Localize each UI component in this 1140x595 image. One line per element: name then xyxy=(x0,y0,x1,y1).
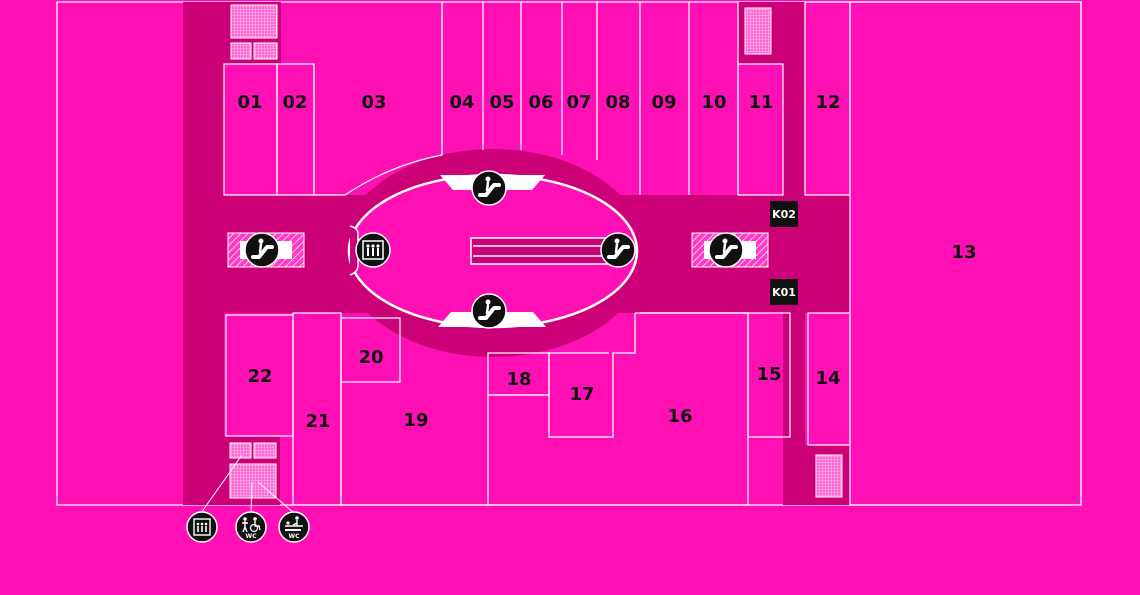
unit-05-label: 05 xyxy=(489,92,514,113)
elevator-icon-atrium xyxy=(355,232,391,268)
unit-labels: 01 02 03 04 05 06 07 08 09 10 11 12 13 1… xyxy=(237,92,976,432)
kiosk-k02: K02 xyxy=(770,201,798,227)
legend-wc-label-1: WC xyxy=(245,533,257,540)
shop-units xyxy=(223,1,1082,506)
unit-21-label: 21 xyxy=(305,411,330,432)
unit-18-label: 18 xyxy=(506,369,531,390)
legend-accessible-wc-icon: WC xyxy=(235,511,267,543)
unit-02-label: 02 xyxy=(282,92,307,113)
kiosk-k02-label: K02 xyxy=(772,208,796,221)
kiosk-k01-label: K01 xyxy=(772,286,796,299)
unit-16-label: 16 xyxy=(667,406,692,427)
escalator-icon-south xyxy=(470,292,508,330)
unit-13-label: 13 xyxy=(951,242,976,263)
unit-08-label: 08 xyxy=(605,92,630,113)
unit-01-label: 01 xyxy=(237,92,262,113)
escalator-icon-north xyxy=(470,169,508,207)
unit-10-label: 10 xyxy=(701,92,726,113)
legend-baby-change-icon: WC xyxy=(278,511,310,543)
unit-11-label: 11 xyxy=(748,92,773,113)
unit-19-label: 19 xyxy=(403,410,428,431)
escalator-icon-atrium xyxy=(599,231,637,269)
unit-04-label: 04 xyxy=(449,92,474,113)
unit-06-label: 06 xyxy=(528,92,553,113)
legend-wc-label-2: WC xyxy=(288,533,300,540)
legend-leaders xyxy=(200,454,295,514)
unit-12-label: 12 xyxy=(815,92,840,113)
unit-15-label: 15 xyxy=(756,364,781,385)
unit-17-label: 17 xyxy=(569,384,594,405)
escalator-icon-west xyxy=(243,231,281,269)
unit-20-label: 20 xyxy=(358,347,383,368)
atrium-bridge xyxy=(470,237,612,265)
legend-elevator-icon xyxy=(186,511,218,543)
unit-03-label: 03 xyxy=(361,92,386,113)
unit-09-label: 09 xyxy=(651,92,676,113)
unit-14-label: 14 xyxy=(815,368,840,389)
lift-blocks xyxy=(229,4,843,499)
escalator-icon-east xyxy=(707,231,745,269)
unit-22-label: 22 xyxy=(247,366,272,387)
unit-07-label: 07 xyxy=(566,92,591,113)
kiosk-k01: K01 xyxy=(770,279,798,305)
